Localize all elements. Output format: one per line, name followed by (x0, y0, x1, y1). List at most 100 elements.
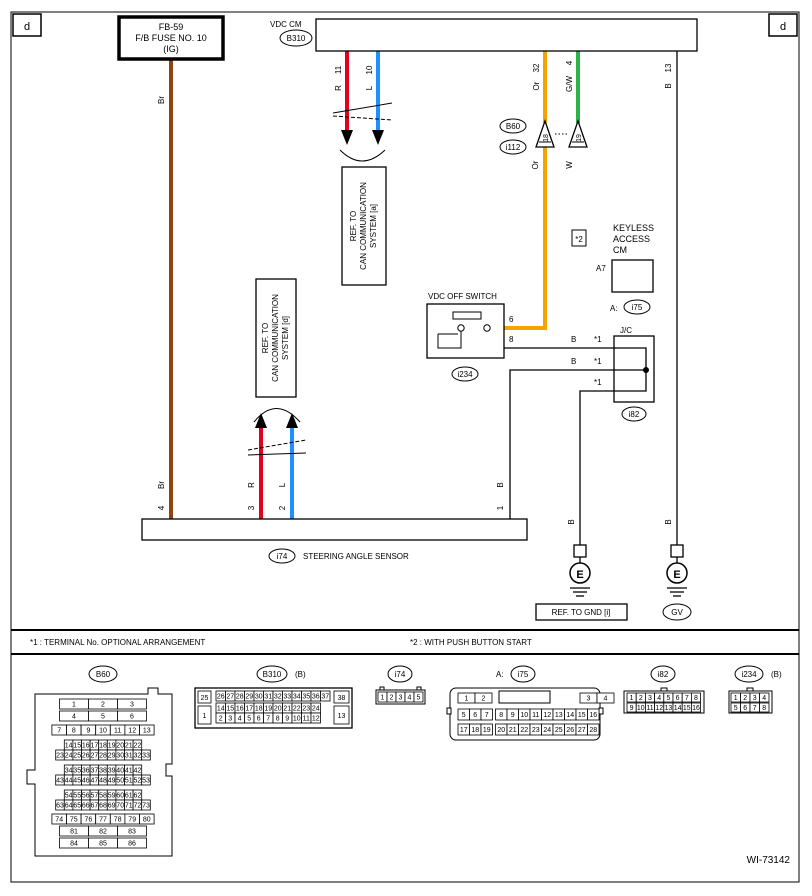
pin-label-i75: 28 (589, 727, 597, 734)
can-d-arrow-r (255, 413, 267, 428)
ref-can-d-line3: SYSTEM [d] (281, 316, 290, 360)
conn-b60-title: B60 (96, 670, 111, 679)
pin-label-i82: 14 (674, 705, 682, 712)
pin-label-b310: 8 (276, 716, 280, 723)
pin-label-b310: 22 (293, 706, 301, 713)
can-a-twist (332, 102, 393, 162)
pin-label-b60: 52 (134, 778, 142, 785)
pin-label-b60: 30 (116, 753, 124, 760)
conn-i234-suffix: (B) (771, 670, 782, 679)
pin-label-i82: 11 (646, 705, 653, 712)
conn-b310-side-cavities: 25 1 38 13 (197, 690, 350, 725)
can-a-arrow-l (372, 130, 384, 145)
keyless-connector-prefix: A: (610, 304, 618, 313)
joint-connector-jc: J/C B B *1 *1 *1 i82 (571, 326, 655, 422)
pin-label-b310: 23 (302, 706, 310, 713)
pin-label-b310: 4 (238, 716, 242, 723)
can-d-arrow-l (286, 413, 298, 428)
pin-label-b60: 50 (116, 778, 124, 785)
pin-label-b310: 36 (312, 694, 320, 701)
pin-cavity-b60 (139, 724, 155, 736)
sensor-pin-3: 3 (247, 505, 256, 510)
pin-label-b310: 14 (217, 706, 225, 713)
pin-label-i74: 2 (390, 695, 394, 702)
pin-cavity-i234 (759, 702, 770, 713)
pin-label-b60: 38 (99, 768, 107, 775)
pin-label-b60: 28 (99, 753, 107, 760)
pin-label-b60: 74 (55, 817, 63, 824)
pin-label-i82: 8 (694, 695, 698, 702)
connector-b60-label: B60 (506, 122, 521, 131)
pin-label-b60: 39 (108, 768, 116, 775)
sensor-connector: i74 (277, 552, 288, 561)
pin-label-b310: 26 (217, 694, 225, 701)
vdc-pin-13: 13 (664, 63, 673, 72)
pin-label-b60: 73 (142, 803, 150, 810)
pin-cavity-b60 (141, 799, 151, 811)
pin-label-b60: 14 (65, 743, 73, 750)
pin-label-i74: 1 (381, 695, 385, 702)
pin-label-b60: 76 (85, 817, 93, 824)
pin-label-i234: 1 (734, 695, 738, 702)
pin-label-i75: 22 (520, 727, 528, 734)
keyless-line1: KEYLESS (613, 223, 654, 233)
keyless-access-cm: *2 KEYLESS ACCESS CM A7 A: i75 (571, 223, 654, 315)
conn-i75-prefix: A: (496, 670, 504, 679)
pin-label-b310: 2 (219, 716, 223, 723)
ground-ref-gnd: REF. TO GND [i] (552, 608, 611, 617)
vdc-cm-body (315, 18, 698, 52)
pin-label-b310: 32 (274, 694, 282, 701)
pin-label-i75: 2 (482, 696, 486, 703)
pin-label-b60: 20 (116, 743, 124, 750)
pin-label-i234: 2 (743, 695, 747, 702)
pin-label-b60: 63 (56, 803, 64, 810)
ground-point-left: E REF. TO GND [i] (535, 544, 628, 621)
pin-label-i75: 20 (497, 727, 505, 734)
pin-label-b60: 59 (108, 793, 116, 800)
ref-can-a-line1: REF. TO (349, 211, 358, 241)
drawing-id: WI-73142 (747, 855, 791, 866)
joint-wire-or: Or (531, 160, 540, 169)
pin-label-b60: 13 (143, 728, 151, 735)
vdc-pin-4: 4 (565, 60, 574, 65)
pin-label-i75: 9 (511, 712, 515, 719)
note-push-button: *2 : WITH PUSH BUTTON START (410, 638, 532, 647)
corner-label-right: d (780, 21, 786, 33)
pin-label-i75: 18 (471, 727, 479, 734)
pin-label-b60: 24 (65, 753, 73, 760)
jc-wire-b-2: B (571, 357, 576, 366)
pin-label-i82: 9 (630, 705, 634, 712)
pin-label-b60: 16 (82, 743, 90, 750)
pin-label-i82: 1 (630, 695, 634, 702)
steering-angle-sensor: i74 STEERING ANGLE SENSOR (141, 518, 528, 564)
vdc-wire-or: Or (532, 81, 541, 90)
pin-label-i75: 27 (578, 727, 586, 734)
pin-cavity-i234 (759, 692, 770, 703)
pin-label-b60: 85 (99, 841, 107, 848)
pin-cavity-b310 (320, 690, 331, 702)
wire-b-ground (579, 390, 614, 545)
pin-label-i82: 2 (639, 695, 643, 702)
joint-pin-18: 18 (543, 134, 550, 142)
sensor-wire-b: B (496, 482, 505, 487)
connector-i112-label: i112 (506, 143, 521, 152)
pin-label-b60: 43 (56, 778, 64, 785)
pin-label-b310: 11 (303, 716, 310, 723)
fuse-ig: (IG) (163, 44, 179, 54)
b310-side-25: 25 (201, 695, 209, 702)
pin-label-b310: 3 (228, 716, 232, 723)
pin-label-b310: 15 (226, 706, 234, 713)
pin-label-i75: 23 (532, 727, 540, 734)
pin-label-i234: 3 (753, 695, 757, 702)
pin-label-i82: 10 (637, 705, 645, 712)
pin-cavity-b60 (117, 825, 147, 837)
jc-mark-2: *1 (594, 357, 602, 366)
can-a-arrow-r (341, 130, 353, 145)
conn-b310-suffix: (B) (295, 670, 306, 679)
vdc-wire-l: L (365, 85, 374, 90)
pin-cavity-b60 (139, 813, 155, 825)
pin-label-b310: 9 (285, 716, 289, 723)
pin-label-i82: 7 (685, 695, 689, 702)
pin-label-b60: 19 (108, 743, 116, 750)
pin-label-b60: 3 (130, 702, 134, 709)
